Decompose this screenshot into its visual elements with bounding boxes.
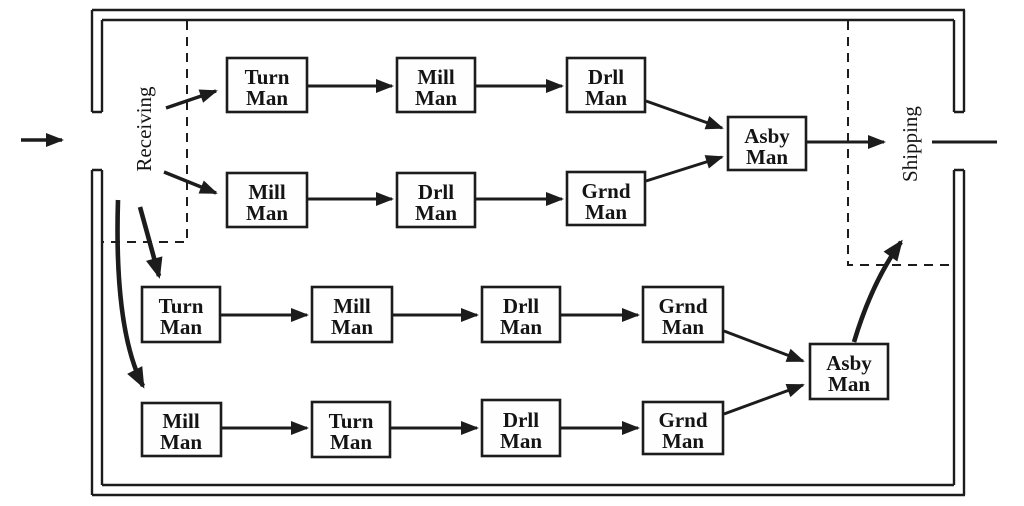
receiving-to-mill-a2-arrow — [163, 170, 218, 195]
receiving-to-turn-b1-arrow — [137, 206, 163, 279]
shipping-label: Shipping — [898, 106, 922, 182]
receiving-to-turn-a1-arrow — [165, 89, 218, 110]
receiving-label: Receiving — [132, 86, 156, 172]
shipping-door-jambs — [954, 110, 964, 172]
receiving-area-boundary — [103, 21, 188, 243]
receiving-door-jambs — [92, 110, 102, 172]
flow-asby-b-to-shipping — [851, 239, 903, 343]
flow-grnd-a2-to-asby-a — [645, 155, 724, 183]
shipping-area-boundary — [847, 21, 953, 266]
factory-walls — [90, 8, 966, 497]
inner-wall — [100, 18, 956, 487]
outer-wall — [90, 8, 966, 497]
flow-grnd-b2-to-asby-b — [723, 383, 805, 416]
flow-grnd-b1-to-asby-b — [723, 329, 805, 363]
flow-drll-a1-to-asby-a — [645, 99, 724, 130]
receiving-to-mill-b2-arrow — [115, 199, 146, 389]
